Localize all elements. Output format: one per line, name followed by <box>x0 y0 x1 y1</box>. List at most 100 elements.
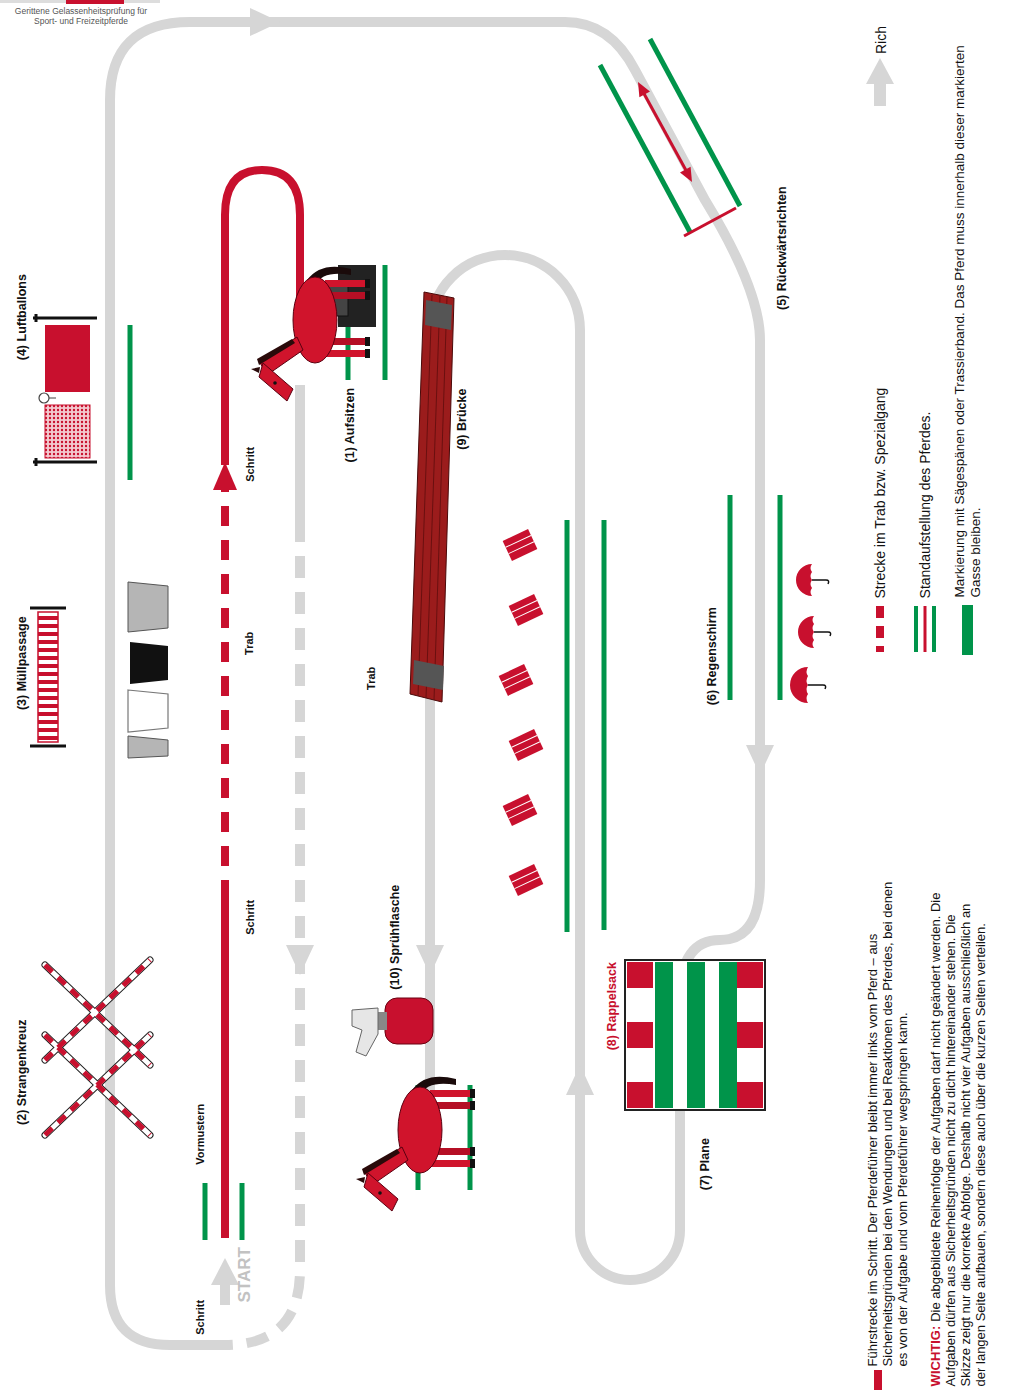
station-label: (10) Sprühflasche <box>388 885 402 990</box>
tarp <box>737 1022 763 1048</box>
waste-passage <box>30 745 66 748</box>
tarp <box>655 962 673 1108</box>
balloon-gate <box>35 314 38 322</box>
tarp <box>737 962 763 988</box>
station-label: (2) Strangenkreuz <box>15 1019 29 1125</box>
waste-passage <box>128 736 168 758</box>
station-label: (9) Brücke <box>456 389 470 450</box>
umbrella <box>814 632 831 636</box>
tarp <box>625 960 765 1110</box>
warning-heading: WICHTIG: <box>927 1325 942 1386</box>
balloon-gate <box>33 461 97 464</box>
horse-figure <box>251 267 370 401</box>
rattle-sack <box>506 800 534 818</box>
rattle-sack <box>503 529 538 561</box>
rattle-sack <box>499 664 534 696</box>
balloon-gate <box>49 398 56 399</box>
rattle-sack <box>503 794 538 826</box>
rattle-sack <box>503 794 538 826</box>
route-arrow <box>566 1065 594 1095</box>
gait-label: Schritt <box>244 447 257 482</box>
route-arrow <box>213 462 237 490</box>
horse-figure <box>356 1077 475 1211</box>
gait-label: Trab <box>366 667 379 690</box>
balloon-gate <box>45 405 90 458</box>
rattle-sack <box>509 729 544 761</box>
bridge <box>410 292 454 702</box>
route-red <box>225 170 300 465</box>
pole-cross <box>45 960 150 1135</box>
umbrella <box>808 685 826 689</box>
waste-passage <box>128 690 168 732</box>
logo-fragment <box>0 0 160 3</box>
tarp <box>627 1022 653 1048</box>
backing-arrow <box>680 167 692 182</box>
start-label: START <box>235 1247 255 1302</box>
pole-cross <box>45 960 150 1060</box>
pole-cross <box>45 1035 150 1135</box>
rattle-sack <box>512 600 540 618</box>
rattle-sack <box>499 664 534 696</box>
spray-bottle <box>352 1008 378 1056</box>
logo-fragment <box>66 0 124 4</box>
legend-text: Markierung mit Sägespänen oder Trassierb… <box>952 38 983 598</box>
tarp <box>687 962 705 1108</box>
note-block: WICHTIG:Die abgebildete Reihenfolge der … <box>928 881 988 1386</box>
legend-sample <box>876 606 884 652</box>
route-arrow <box>286 945 314 975</box>
route-arrow <box>416 945 444 975</box>
umbrella <box>812 580 829 584</box>
gait-label: Schritt <box>194 1300 207 1335</box>
umbrella <box>790 667 826 703</box>
route-arrow <box>211 1258 239 1285</box>
route-red <box>225 170 300 1238</box>
umbrella <box>796 564 829 596</box>
rattle-sack <box>509 864 544 896</box>
legend-text: Standaufstellung des Pferdes. <box>917 411 933 598</box>
legend-text: Strecke im Trab bzw. Spezialgang <box>872 387 888 598</box>
route-arrow <box>211 8 774 1305</box>
pole-cross <box>45 1035 150 1135</box>
balloon-gate <box>45 325 90 392</box>
backing-arrow <box>638 82 650 97</box>
umbrella <box>798 616 814 648</box>
rattle-sack <box>512 735 540 753</box>
station-label: (1) Aufsitzen <box>343 387 357 462</box>
backing-arrow <box>684 208 736 236</box>
route-grey <box>225 520 300 1345</box>
route-arrow <box>220 1282 230 1305</box>
station-label: (4) Luftballons <box>15 274 29 360</box>
umbrella <box>790 564 831 703</box>
rattle-sack <box>509 594 544 626</box>
spray-bottle <box>385 998 433 1044</box>
green-marking <box>468 1085 473 1190</box>
pole-cross <box>45 1035 150 1135</box>
balloon-gate <box>39 393 49 403</box>
rattle-sack <box>509 864 544 896</box>
route-arrow <box>746 745 774 775</box>
umbrella <box>790 667 808 703</box>
rattle-sack <box>499 529 544 896</box>
rattle-sack <box>512 870 540 888</box>
green-marking <box>565 520 570 932</box>
pole-cross <box>45 960 150 1060</box>
tarp <box>737 1082 763 1108</box>
pole-cross <box>45 960 150 1060</box>
pole-cross <box>45 960 150 1135</box>
bridge <box>425 300 452 330</box>
umbrella <box>798 616 831 648</box>
waste-passage <box>38 612 58 742</box>
bridge <box>434 297 447 700</box>
balloon-gate <box>33 314 97 466</box>
legend-sample <box>924 606 927 652</box>
legend-sample <box>914 606 918 652</box>
balloon-gate <box>33 317 97 320</box>
gait-label: Schritt <box>244 900 257 935</box>
warning-note: Die abgebildete Reihenfolge der Aufgaben… <box>927 892 987 1386</box>
green-marking <box>130 39 780 1240</box>
pole-cross <box>45 960 150 1135</box>
station-label: (5) Rückwärtsrichten <box>775 186 789 310</box>
station-label: (3) Müllpassage <box>15 616 29 710</box>
